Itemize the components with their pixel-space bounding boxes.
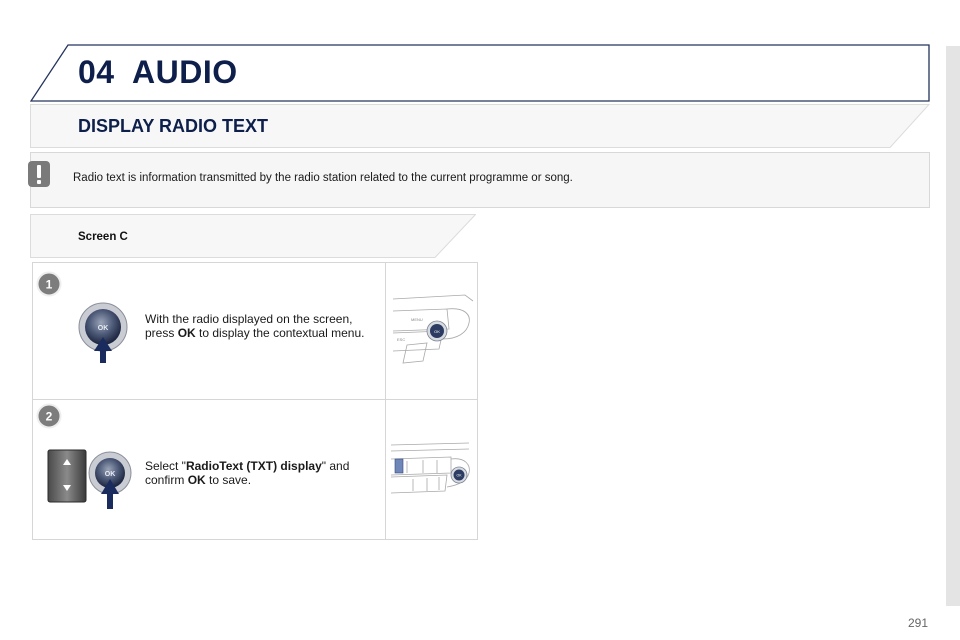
ok-label: OK (456, 474, 462, 478)
up-down-keys-icon (47, 449, 87, 503)
up-arrow-icon (101, 479, 119, 509)
ok-label: OK (434, 329, 440, 334)
screen-label-box: Screen C (30, 214, 476, 258)
step-2-number: 2 (46, 410, 53, 424)
steps-table: OK With the radio displayed on the scree… (32, 262, 478, 540)
ok-label: OK (98, 325, 109, 332)
control-panel-illustration: OK (390, 442, 470, 494)
step-2-text: Select "RadioText (TXT) display" and con… (145, 459, 350, 487)
screen-label-frame (30, 214, 476, 258)
screen-label: Screen C (78, 231, 128, 243)
ok-knob-press-icon: OK (78, 302, 128, 363)
info-text: Radio text is information transmitted by… (73, 172, 573, 184)
row-divider (33, 399, 477, 400)
section-heading: DISPLAY RADIO TEXT (30, 104, 930, 148)
up-arrow-icon (94, 337, 112, 363)
warning-icon (28, 161, 50, 187)
column-divider (385, 263, 386, 539)
step-2-badge: 2 (36, 403, 62, 429)
step-1-number: 1 (46, 278, 53, 292)
section-title: DISPLAY RADIO TEXT (78, 116, 269, 136)
chapter-title: AUDIO (132, 54, 238, 90)
control-panel-illustration: MENU ESC OK (392, 294, 474, 364)
up-arrow-icon (63, 459, 71, 465)
info-box: Radio text is information transmitted by… (28, 152, 930, 208)
esc-key-label: ESC (397, 337, 405, 342)
chapter-number: 04 (78, 54, 115, 90)
section-heading-frame (30, 104, 930, 148)
menu-key-label: MENU (411, 317, 423, 322)
page-number: 291 (908, 616, 929, 630)
chapter-header-frame (30, 44, 930, 102)
step-1-text: With the radio displayed on the screen, … (145, 312, 365, 340)
step-1-badge: 1 (36, 271, 62, 297)
ok-label: OK (105, 471, 116, 478)
ok-knob-press-icon: OK (88, 451, 132, 509)
down-arrow-icon (63, 485, 71, 491)
page-edge-strip (946, 46, 960, 606)
chapter-header: 04 AUDIO (30, 44, 930, 102)
